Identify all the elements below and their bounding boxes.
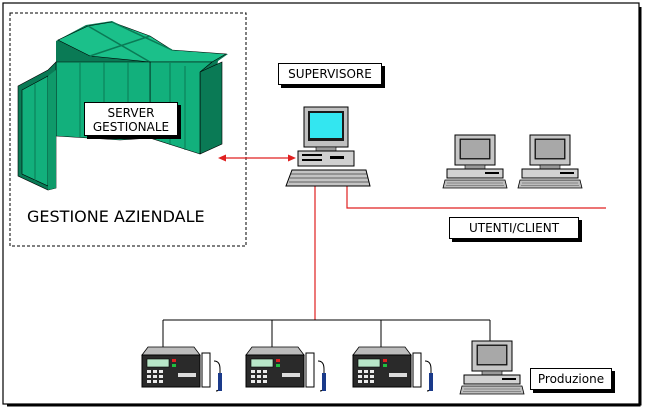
production-terminal-icon [245, 346, 327, 392]
server-label: SERVER GESTIONALE [84, 102, 178, 136]
clients-label: UTENTI/CLIENT [449, 217, 579, 239]
supervisor-workstation-icon [285, 106, 371, 187]
production-terminal-icon [352, 346, 434, 392]
client-network-link [346, 186, 606, 209]
server-rack-icon [17, 21, 228, 191]
production-label: Produzione [530, 368, 612, 390]
supervisor-label: SUPERVISORE [278, 63, 382, 85]
section-title: GESTIONE AZIENDALE [27, 207, 205, 226]
production-terminal-icon [141, 346, 223, 392]
gestione-aziendale-section [9, 12, 247, 247]
server-label-text: SERVER GESTIONALE [92, 106, 170, 134]
